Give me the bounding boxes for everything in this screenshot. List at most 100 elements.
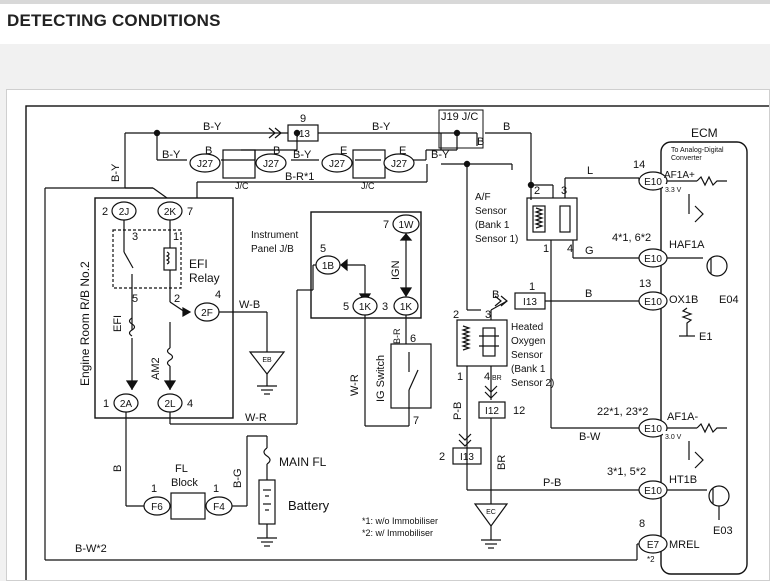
ecm-pin-label: E04 [719,294,739,306]
jb-title: Panel J/B [251,244,294,255]
fl-block-label: FL [175,463,188,475]
sensor-label: Sensor 2) [511,378,554,389]
wire [490,300,508,311]
connector-arrow [125,380,139,391]
transistor-symbol [706,255,728,277]
wire-label: B-R [392,328,402,344]
wire-label: B-Y [293,149,312,161]
ground-ec [473,503,509,528]
ground-label: EB [262,357,272,364]
connector-i12 [478,401,506,419]
pin-number: 9 [300,113,306,125]
connector-label: E10 [644,254,662,265]
relay-coil-winding [165,251,170,265]
pin-number: 1 [151,483,157,495]
wire-label: E [399,145,406,157]
wiring-diagram: I13 9 J27 J27 J27 J27 J/C J/C J19 J/C B … [25,105,769,580]
pin-number: 1 [529,281,535,293]
wire-label: B-Y [110,163,122,182]
ecm-title: ECM [691,126,718,140]
footnote-marker: *2 [647,555,655,564]
fl-block [170,492,206,520]
ecm-resistor [696,175,727,187]
connector-j27 [189,153,221,173]
wire-label: B-G [232,468,244,488]
wiring-diagram-figure: I13 9 J27 J27 J27 J27 J/C J/C J19 J/C B … [6,89,770,581]
footnote: *2: w/ Immobiliser [362,528,433,538]
voltage-tag-bg [663,431,689,441]
ecm-pin-label: E1 [699,331,712,343]
jb-title: Instrument [251,230,298,241]
connector-label: J27 [263,159,280,170]
connector-j27 [255,153,287,173]
wire-label: W-R [245,412,267,424]
connector-arrow [163,380,177,391]
pin-number: 4 [484,371,490,383]
af-sensor-cell [559,205,571,233]
wire-label: W-B [239,299,260,311]
ecm-note: To Analog-Digital [671,147,724,154]
wire-label: B [273,145,280,157]
pin-number: 3 [382,301,388,313]
af-sensor-heater [532,205,546,233]
connector-label: 1K [359,302,372,313]
fuse-label: MAIN FL [279,455,327,469]
connector-label: J27 [329,159,346,170]
pin-number: 1 [457,371,463,383]
am2-fuse [166,347,174,367]
sensor-label: Sensor [475,206,507,217]
wire-label: B [112,465,124,472]
ecm-note: Converter [671,155,702,162]
connector-arrow [399,287,413,298]
wire-label: B [477,136,484,148]
wire-label: B-Y [431,149,450,161]
junction-connector [222,149,256,179]
connector-label: 2A [120,399,133,410]
pin-number: 7 [383,219,389,231]
connector-label: 1W [399,220,415,231]
pin-number: 4 [215,289,221,301]
wire-label: B-Y [203,121,222,133]
pin-number: 5 [132,293,138,305]
transistor-symbol [708,485,730,507]
pin-number: 3 [485,309,491,321]
fuse-label: AM2 [150,357,162,380]
splice-dot [527,181,535,189]
pin-number: 4 [187,398,193,410]
ecm-resistor [696,422,727,434]
wire-label: P-B [543,477,561,489]
fuse-label: EFI [112,315,124,332]
ecm-pin-label: E03 [713,525,733,537]
pin-number: 6 [410,333,416,345]
page-title: DETECTING CONDITIONS [7,11,221,30]
ho-sensor-box [456,319,508,367]
connector-f6 [143,496,171,516]
pin-number: 1 [173,231,179,243]
pin-number: 1 [103,398,109,410]
connector-label: I12 [485,406,499,417]
ecm-pin-label: AF1A- [667,411,699,423]
connector-label: I13 [523,297,537,308]
pin-number: 5 [343,301,349,313]
pin-number: 1 [543,243,549,255]
voltage-tag-bg [663,184,689,194]
connector-label: J27 [391,159,408,170]
connector-label: E10 [644,177,662,188]
pin-number: 4 [567,243,573,255]
voltage-label: 3.0 V [665,434,682,441]
sensor-label: Heated [511,322,543,333]
wire-label: B [585,288,592,300]
connector-arrow [484,385,498,399]
page-header: DETECTING CONDITIONS [0,4,770,44]
efi-fuse [128,317,136,337]
af-sensor-box [526,197,578,241]
connector-label: 2L [164,399,176,410]
ho-sensor-heater [461,325,471,351]
connector-label: F4 [213,502,225,513]
pin-number: 4*1, 6*2 [612,232,651,244]
engine-room-relay-block [94,197,234,419]
pin-number: 2 [174,293,180,305]
wire-label: B-R*1 [285,171,314,183]
pin-number: 8 [639,518,645,530]
connector-label: 2K [164,207,177,218]
